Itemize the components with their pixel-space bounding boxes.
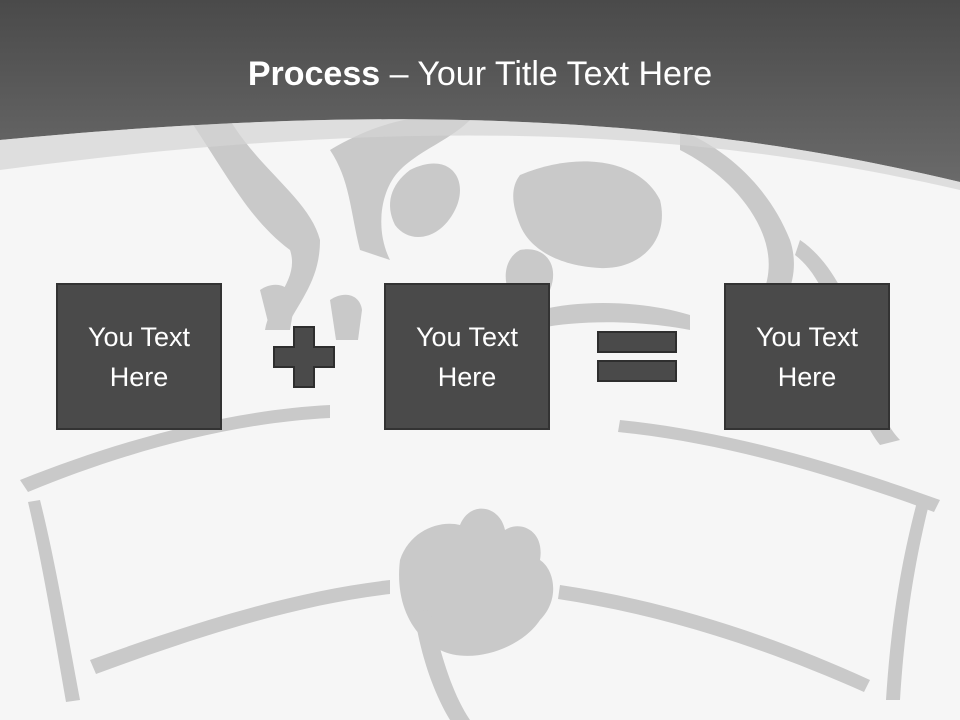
process-step-2-label: You Text Here xyxy=(415,321,519,392)
process-step-2: You Text Here xyxy=(384,283,550,430)
process-step-3: You Text Here xyxy=(724,283,890,430)
title-rest: – Your Title Text Here xyxy=(380,55,713,93)
header-band xyxy=(0,0,960,182)
equals-icon xyxy=(597,331,677,382)
title-bold-word: Process xyxy=(247,55,381,93)
process-step-1: You Text Here xyxy=(56,283,222,430)
skull-watermark xyxy=(20,116,940,720)
page-title: Process – Your Title Text Here xyxy=(0,52,960,96)
plus-icon xyxy=(273,326,335,388)
process-step-3-label: You Text Here xyxy=(755,321,859,392)
header-highlight xyxy=(0,119,960,190)
process-step-1-label: You Text Here xyxy=(87,321,191,392)
